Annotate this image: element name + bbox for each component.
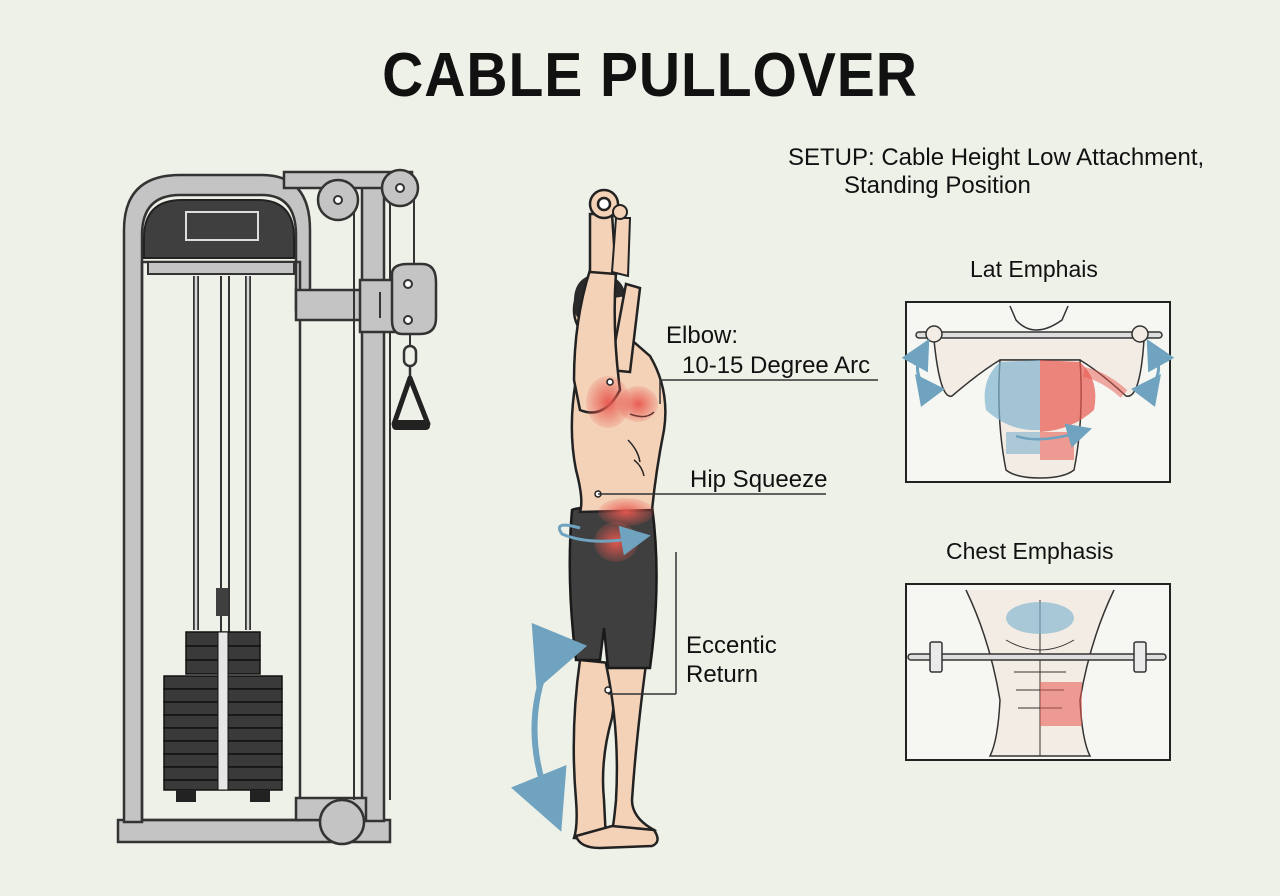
eccentric-callout-line-1: Eccentic <box>686 632 777 659</box>
chest-highlight <box>618 386 658 422</box>
hip-rotation-arrow <box>557 523 651 556</box>
cable-carriage <box>358 262 438 336</box>
shroud-label-plate <box>185 211 259 241</box>
lat-highlight <box>586 376 630 428</box>
machine-frame-arch <box>122 173 312 824</box>
eccentric-arc-arrow <box>510 622 588 832</box>
page-title: CABLE PULLOVER <box>382 41 918 110</box>
setup-line-2: Standing Position <box>844 172 1031 199</box>
foot <box>574 824 659 850</box>
lat-emphasis-title: Lat Emphais <box>970 256 1098 282</box>
athlete-figure <box>510 188 667 850</box>
pulley-bottom <box>318 798 366 846</box>
pulley-top-right <box>380 168 420 208</box>
chest-emphasis-panel <box>905 583 1171 761</box>
weight-stack <box>163 631 283 802</box>
hip-callout-label: Hip Squeeze <box>690 466 828 493</box>
elbow-callout-detail: 10-15 Degree Arc <box>682 352 871 379</box>
hip-highlight <box>598 498 654 526</box>
callout-lines <box>598 379 878 695</box>
pulley-top-left <box>316 178 360 222</box>
stirrup-handle <box>391 334 431 430</box>
upper-arm-far <box>608 282 642 374</box>
elbow-callout-label: Elbow: <box>666 322 739 349</box>
cable-machine <box>116 168 438 846</box>
chest-emphasis-title: Chest Emphasis <box>946 538 1114 564</box>
eccentric-callout-line-2: Return <box>686 661 759 688</box>
setup-line-1: SETUP: Cable Height Low Attachment, <box>788 144 1205 171</box>
lat-emphasis-panel <box>901 301 1175 483</box>
